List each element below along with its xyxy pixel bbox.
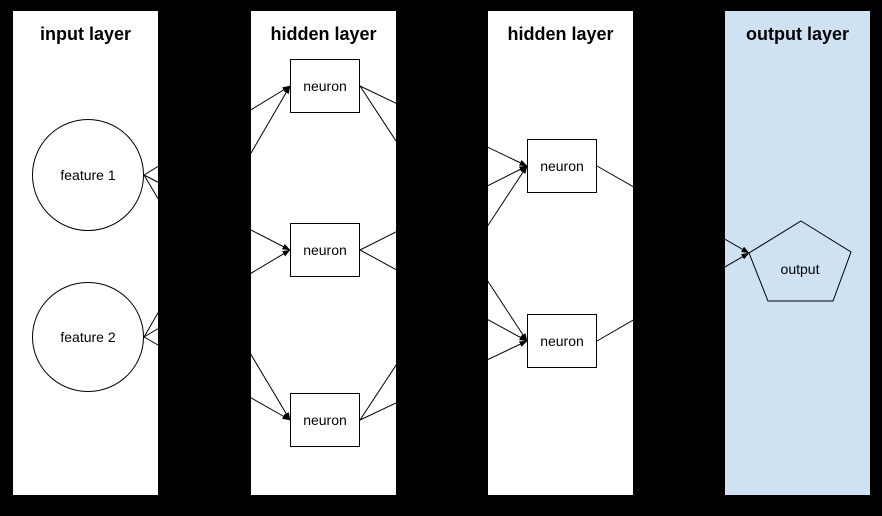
node-h1-neuron-1: neuron xyxy=(290,59,360,113)
input-layer-title: input layer xyxy=(39,24,132,44)
hidden-layer-1-title: hidden layer xyxy=(270,24,377,44)
node-output-label: output xyxy=(780,261,820,277)
node-feature-2: feature 2 xyxy=(32,282,144,392)
node-h2-neuron-1-label: neuron xyxy=(540,158,584,174)
node-feature-1-label: feature 1 xyxy=(60,167,116,183)
node-feature-2-label: feature 2 xyxy=(60,329,116,345)
node-h1-neuron-3-label: neuron xyxy=(303,412,347,428)
node-h1-neuron-2-label: neuron xyxy=(303,242,347,258)
node-h2-neuron-1: neuron xyxy=(527,139,597,193)
edge-lines xyxy=(143,85,750,421)
panel-input-layer: input layer xyxy=(13,11,158,495)
node-h1-neuron-2: neuron xyxy=(290,223,360,277)
node-h1-neuron-1-label: neuron xyxy=(303,78,347,94)
panel-hidden-layer-2: hidden layer xyxy=(488,11,633,495)
output-layer-title: output layer xyxy=(745,24,849,44)
node-h1-neuron-3: neuron xyxy=(290,393,360,447)
hidden-layer-2-title: hidden layer xyxy=(507,24,614,44)
panel-output-layer: output layer xyxy=(725,11,870,495)
node-h2-neuron-2-label: neuron xyxy=(540,333,584,349)
node-h2-neuron-2: neuron xyxy=(527,314,597,368)
node-feature-1: feature 1 xyxy=(32,119,144,231)
